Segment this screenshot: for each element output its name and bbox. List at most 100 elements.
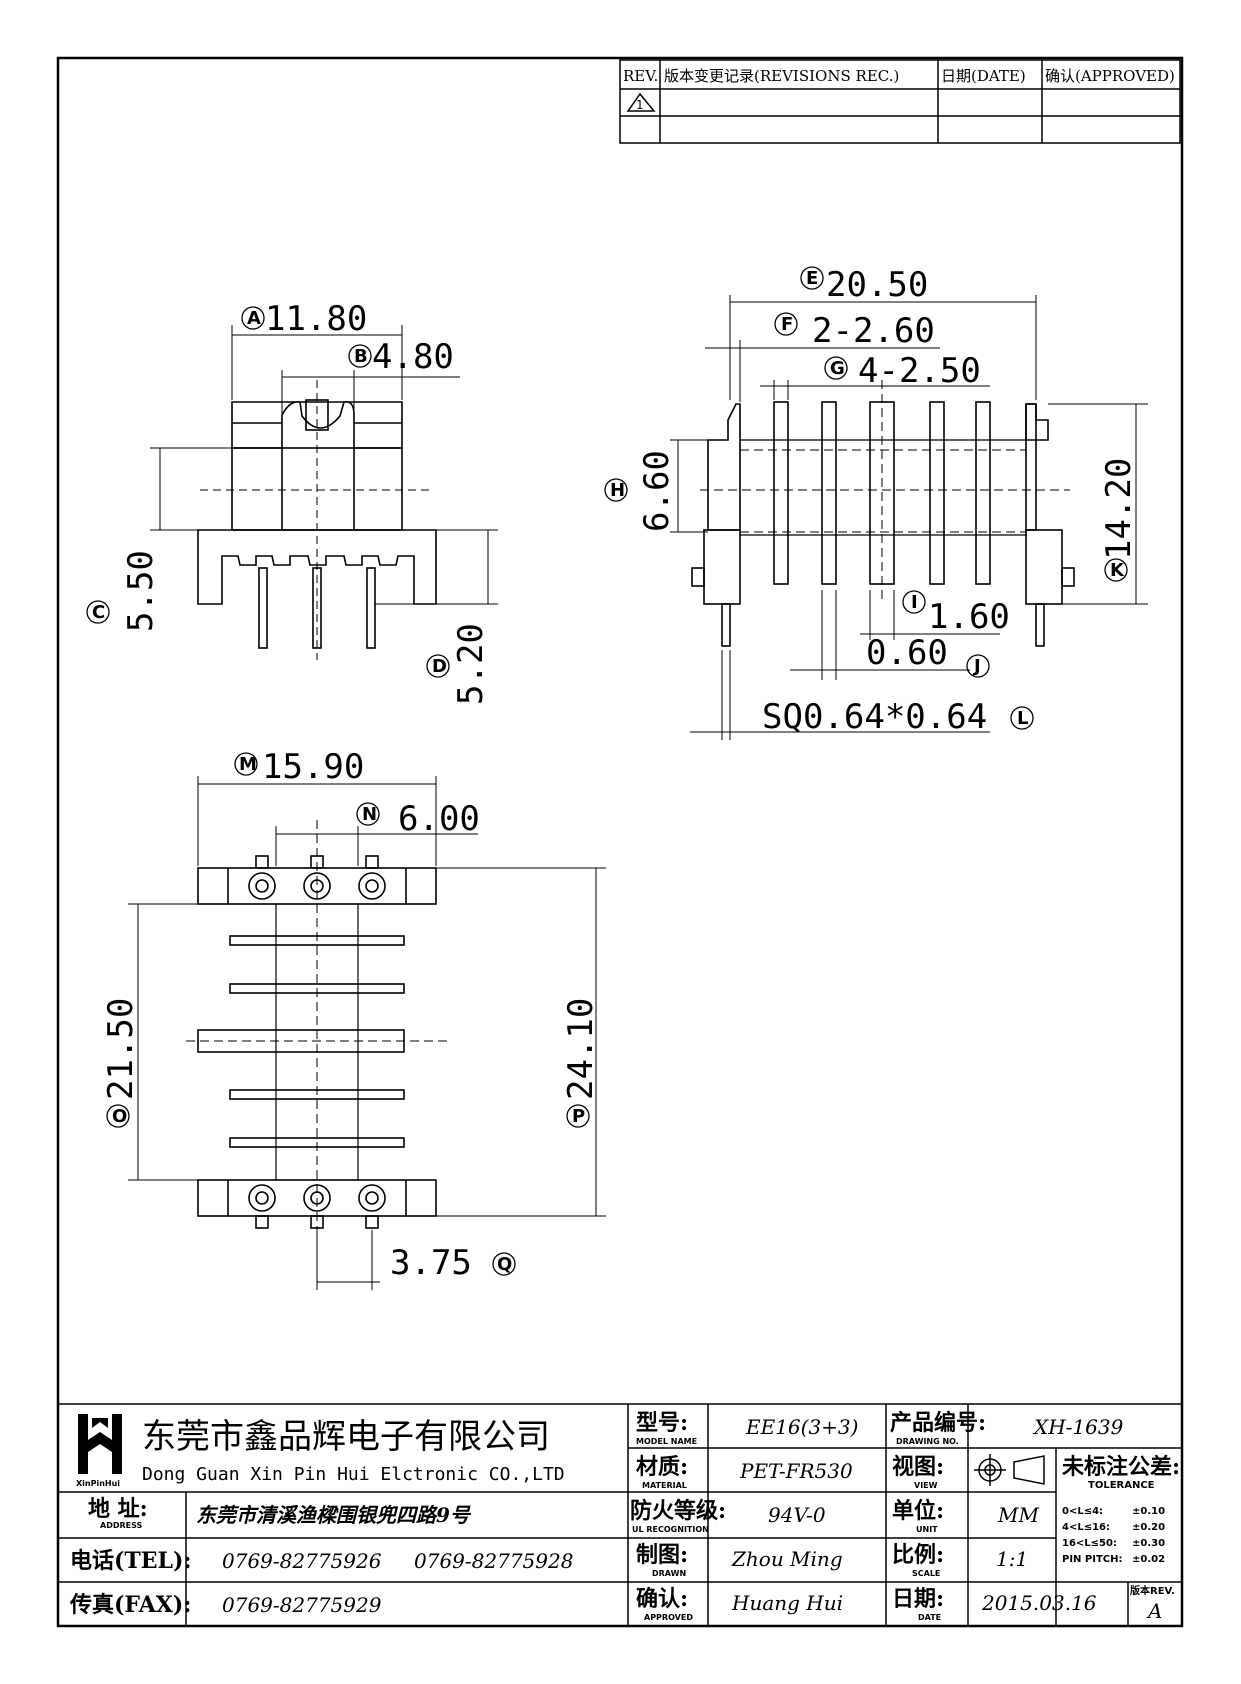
dim-m-value: 15.90 [262, 747, 364, 787]
fax-label: 传真(FAX): [69, 1592, 191, 1618]
dim-h-value: 6.60 [637, 450, 677, 532]
revision-table [619, 59, 1181, 144]
side-view-solid-lines [740, 439, 1026, 536]
approved-value: Huang Hui [731, 1591, 843, 1615]
dim-b-value: 4.80 [372, 337, 454, 377]
side-view-bobbin-lines [700, 380, 1070, 600]
dim-f-value: 2-2.60 [812, 311, 935, 351]
model-label: 型号: [636, 1410, 688, 1436]
svg-text:16<L≤50:: 16<L≤50: [1062, 1538, 1117, 1549]
tolerance-label: 未标注公差: [1062, 1454, 1180, 1480]
svg-text:±0.30: ±0.30 [1132, 1538, 1165, 1549]
unit-value: MM [997, 1503, 1039, 1527]
svg-text:B: B [354, 346, 368, 367]
svg-text:MODEL NAME: MODEL NAME [636, 1437, 697, 1446]
dim-f: F 2-2.60 [774, 311, 935, 351]
dim-j: J 0.60 [866, 633, 990, 678]
rev-label: 版本REV. [1130, 1584, 1175, 1597]
dim-l-value: SQ0.64*0.64 [762, 697, 987, 737]
dim-c-value: 5.50 [121, 550, 161, 632]
third-angle-projection-icon [974, 1454, 1045, 1486]
svg-text:±0.20: ±0.20 [1132, 1522, 1165, 1533]
drawn-value: Zhou Ming [731, 1547, 843, 1571]
front-view-centerlines [200, 380, 432, 660]
dimension-lines-bottom [128, 776, 606, 1290]
dim-i: I 1.60 [902, 590, 1010, 637]
bottom-view-core-lines [275, 904, 359, 1180]
svg-text:A: A [247, 308, 261, 329]
svg-text:L: L [1017, 708, 1028, 729]
svg-text:G: G [830, 358, 845, 379]
dimension-lines-side [670, 295, 1148, 740]
svg-text:C: C [92, 602, 105, 623]
dim-c: C 5.50 [86, 550, 161, 632]
dim-n: N 6.00 [356, 799, 480, 839]
svg-text:P: P [572, 1106, 585, 1127]
dim-p-value: 24.10 [561, 998, 601, 1100]
dim-p: P 24.10 [561, 998, 601, 1128]
tel-value-2: 0769-82775928 [414, 1549, 573, 1573]
dim-d-value: 5.20 [451, 623, 491, 705]
drawing-no-label: 产品编号: [890, 1410, 986, 1436]
svg-text:DATE: DATE [918, 1613, 941, 1622]
dim-e-value: 20.50 [826, 265, 928, 305]
dim-q-value: 3.75 [390, 1243, 472, 1283]
dim-e: E 20.50 [800, 265, 928, 305]
tel-value-1: 0769-82775926 [222, 1549, 382, 1573]
drawing-no-value: XH-1639 [1032, 1415, 1124, 1439]
scale-value: 1:1 [996, 1547, 1028, 1571]
svg-text:H: H [610, 480, 625, 501]
svg-text:UL RECOGNITION: UL RECOGNITION [632, 1525, 709, 1534]
fax-value: 0769-82775929 [222, 1593, 382, 1617]
address-value: 东莞市清溪渔樑围银兜四路9号 [196, 1503, 472, 1527]
dim-i-value: 1.60 [928, 597, 1010, 637]
dim-m: M 15.90 [234, 747, 364, 787]
svg-text:N: N [362, 804, 377, 825]
dim-o: O 21.50 [101, 998, 141, 1128]
svg-text:MATERIAL: MATERIAL [642, 1481, 687, 1490]
fire-rating-label: 防火等级: [630, 1498, 726, 1524]
fire-rating-value: 94V-0 [768, 1503, 826, 1527]
svg-text:F: F [781, 314, 793, 335]
drawing-border [56, 56, 1184, 1628]
svg-text:DRAWN: DRAWN [652, 1569, 686, 1578]
company-logo: XinPinHui [76, 1414, 122, 1488]
scale-label: 比例: [892, 1542, 944, 1568]
unit-label: 单位: [892, 1498, 944, 1524]
dim-b: B 4.80 [348, 337, 454, 377]
revisions-record-header: 版本变更记录(REVISIONS REC.) [664, 67, 899, 85]
dim-d: D 5.20 [426, 623, 491, 705]
material-value: PET-FR530 [739, 1459, 853, 1483]
company-name-en: Dong Guan Xin Pin Hui Elctronic CO.,LTD [142, 1464, 565, 1485]
address-sub: ADDRESS [100, 1521, 143, 1530]
dim-a: A 11.80 [241, 299, 367, 339]
svg-text:SCALE: SCALE [912, 1569, 940, 1578]
svg-text:TOLERANCE: TOLERANCE [1088, 1480, 1155, 1491]
dim-j-value: 0.60 [866, 633, 948, 673]
date-header: 日期(DATE) [941, 67, 1026, 85]
svg-text:D: D [432, 656, 447, 677]
svg-text:K: K [1110, 560, 1125, 581]
revision-triangle-icon: 1 [626, 92, 656, 112]
svg-text:VIEW: VIEW [914, 1481, 938, 1490]
dim-q: 3.75 Q [390, 1243, 516, 1283]
svg-text:DRAWING NO.: DRAWING NO. [896, 1437, 959, 1446]
side-view [691, 401, 1075, 647]
svg-text:APPROVED: APPROVED [644, 1613, 693, 1622]
date-value: 2015.03.16 [981, 1591, 1097, 1615]
svg-text:J: J [972, 656, 981, 677]
dim-k-value: 14.20 [1099, 458, 1139, 560]
rev-value: A [1146, 1599, 1162, 1623]
svg-text:UNIT: UNIT [916, 1525, 938, 1534]
svg-text:PIN PITCH:: PIN PITCH: [1062, 1554, 1122, 1565]
dim-o-value: 21.50 [101, 998, 141, 1100]
svg-text:O: O [112, 1106, 127, 1127]
drawn-label: 制图: [636, 1542, 688, 1568]
svg-text:±0.02: ±0.02 [1132, 1554, 1165, 1565]
svg-text:1: 1 [636, 98, 644, 112]
dimension-lines-a-b [150, 325, 498, 605]
svg-text:Q: Q [497, 1254, 512, 1275]
view-label: 视图: [892, 1454, 944, 1480]
dim-k: K 14.20 [1099, 458, 1139, 582]
